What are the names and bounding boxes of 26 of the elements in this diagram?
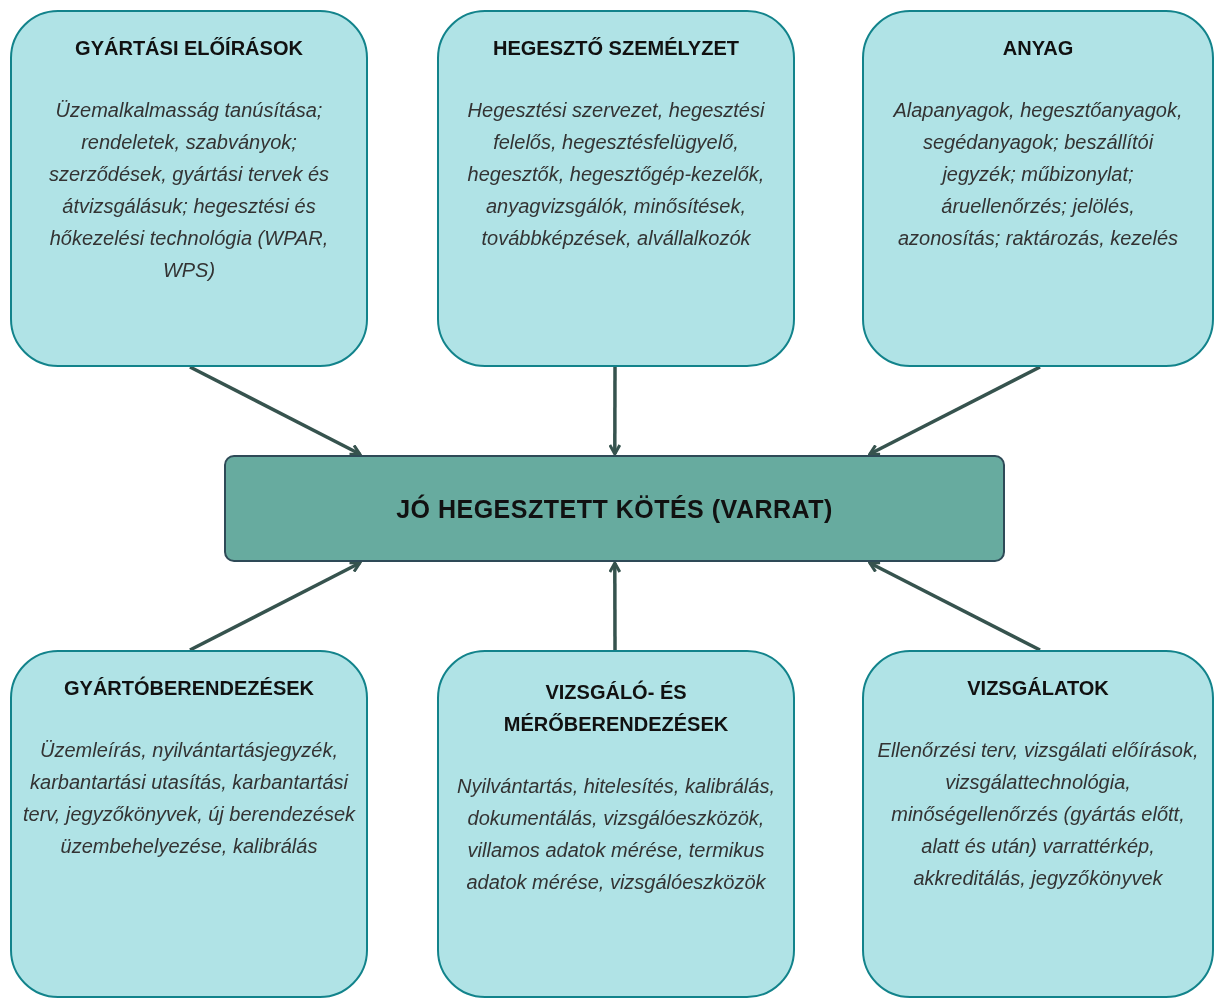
category-box <box>437 10 795 367</box>
box-heading: VIZSGÁLÓ- ÉS MÉRŐBERENDEZÉSEK <box>502 679 730 737</box>
box-description: Ellenőrzési terv, vizsgálati előírások, vizsgálattechnológia, minőségellenőrzés (gyártás előtt, alatt és után) varrattérkép, akkreditálás, jegyzőkönyvek <box>876 738 1200 891</box>
box-heading: HEGESZTŐ SZEMÉLYZET <box>493 36 739 61</box>
box-heading: JÓ HEGESZTETT KÖTÉS (VARRAT) <box>396 493 833 525</box>
category-box <box>862 10 1214 367</box>
arrow <box>868 365 1041 456</box>
box-description: Hegesztési szervezet, hegesztési felelős, hegesztésfelügyelő, hegesztők, hegesztőgép-kezelők, anyagvizsgálók, minősítések, továbbképzések, alvállalkozók <box>466 98 766 251</box>
box-description: Üzemalkalmasság tanúsítása; rendeletek, szabványok; szerződések, gyártási tervek és átvizsgálásuk; hegesztési és hőkezelési technológia (WPAR, WPS) <box>47 98 331 283</box>
box-description: Nyilvántartás, hitelesítés, kalibrálás, dokumentálás, vizsgálóeszközök, villamos adatok mérése, termikus adatok mérése, vizsgálóeszközök <box>456 774 776 895</box>
arrow <box>189 365 362 456</box>
category-box <box>862 650 1214 998</box>
arrow <box>608 367 622 456</box>
arrow <box>189 561 362 652</box>
category-box <box>437 650 795 998</box>
result-box <box>224 455 1005 562</box>
box-heading: GYÁRTÁSI ELŐÍRÁSOK <box>75 36 303 61</box>
arrow <box>868 561 1041 652</box>
category-box <box>10 10 368 367</box>
box-heading: GYÁRTÓBERENDEZÉSEK <box>64 675 314 701</box>
box-description: Üzemleírás, nyilvántartásjegyzék, karbantartási utasítás, karbantartási terv, jegyzőkönyvek, új berendezések üzembehelyezése, kalibrálás <box>22 738 357 859</box>
arrow <box>608 561 622 650</box>
box-heading: VIZSGÁLATOK <box>967 676 1109 701</box>
category-box <box>10 650 368 998</box>
box-description: Alapanyagok, hegesztőanyagok, segédanyagok; beszállítói jegyzék; műbizonylat; áruellenőrzés; jelölés, azonosítás; raktározás, kezelés <box>891 98 1184 251</box>
box-heading: ANYAG <box>1002 36 1074 61</box>
